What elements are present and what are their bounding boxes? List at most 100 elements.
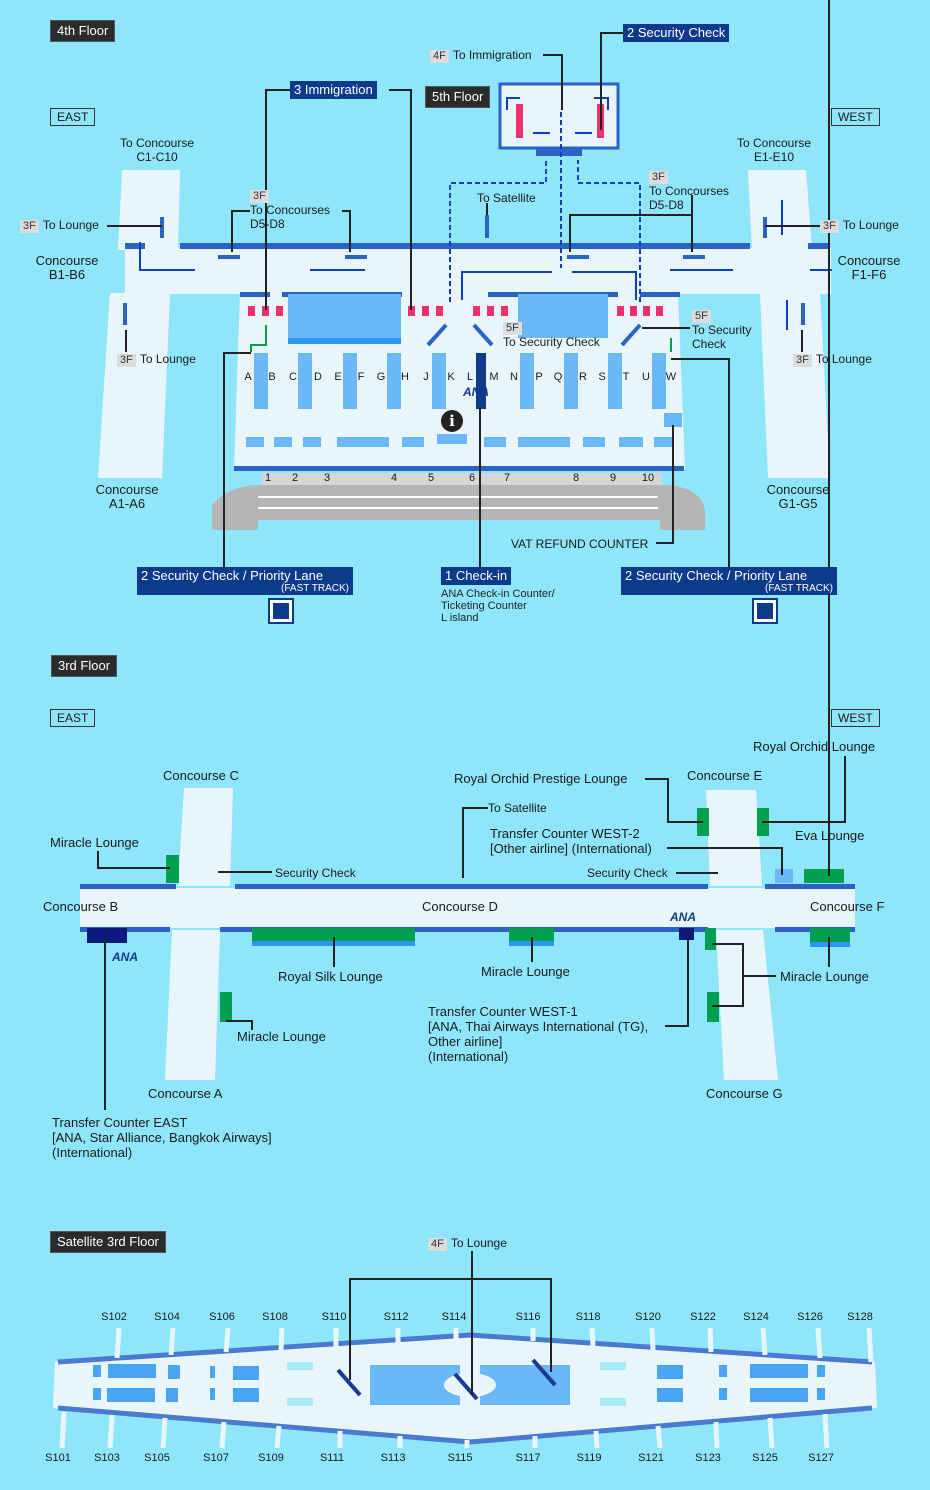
line: L island	[441, 612, 479, 624]
island-k: K	[447, 371, 455, 383]
line: E1-E10	[753, 150, 795, 164]
gate: S115	[447, 1452, 473, 1464]
island-g: G	[376, 371, 386, 383]
line: G1-G5	[778, 496, 818, 511]
island-q: Q	[553, 371, 563, 383]
island-d: D	[314, 371, 322, 383]
transfer-west-1: Transfer Counter WEST-1[ANA, Thai Airway…	[428, 1004, 648, 1064]
gate: S103	[94, 1452, 120, 1464]
text: To Lounge	[842, 218, 899, 232]
island-t: T	[622, 371, 630, 383]
gate: S117	[515, 1452, 541, 1464]
island-p: P	[535, 371, 543, 383]
gate: S116	[515, 1311, 541, 1323]
text: To Lounge	[450, 1236, 507, 1250]
miracle-lounge-g: Miracle Lounge	[780, 969, 869, 984]
concourse-e-arm	[748, 170, 812, 250]
concourse-d-label: Concourse D	[422, 899, 498, 914]
concourse-a-3f	[165, 930, 220, 1080]
concourse-c-label: Concourse C	[163, 768, 239, 783]
door-1: 1	[264, 472, 272, 484]
line: Transfer Counter WEST-2	[490, 826, 640, 841]
checkin-label[interactable]: 1 Check-in	[441, 567, 512, 585]
priority-lane-right[interactable]: 2 Security Check / Priority Lane(FAST TR…	[621, 567, 837, 595]
east-label: EAST	[50, 709, 96, 727]
line: Transfer Counter EAST	[52, 1115, 188, 1130]
business-class-icon	[752, 598, 778, 624]
gate: S123	[695, 1452, 721, 1464]
floor3-title: 3rd Floor	[51, 655, 118, 677]
island-w: W	[665, 371, 677, 383]
floor-badge: 3F	[649, 171, 668, 184]
line: Concourse	[837, 253, 901, 268]
gate: S107	[203, 1452, 229, 1464]
immigration-label[interactable]: 3 Immigration	[290, 81, 377, 99]
gate: S108	[262, 1311, 288, 1323]
concourse-c-arm	[118, 170, 180, 250]
island-f: F	[357, 371, 365, 383]
line: To Concourses	[649, 184, 730, 198]
royal-silk-lounge: Royal Silk Lounge	[278, 969, 383, 984]
text: To Lounge	[42, 218, 99, 232]
island-h: H	[401, 371, 409, 383]
floor-badge: 5F	[503, 322, 522, 335]
gate: S118	[575, 1311, 601, 1323]
floor-badge: 5F	[692, 310, 711, 323]
door-5: 5	[427, 472, 435, 484]
line: Ticketing Counter	[441, 600, 527, 612]
concourse-f-label: Concourse F	[810, 899, 885, 914]
line: Transfer Counter WEST-1	[428, 1004, 578, 1019]
gate: S114	[441, 1311, 467, 1323]
door-7: 7	[503, 472, 511, 484]
security-check-label[interactable]: 2 Security Check	[623, 24, 730, 42]
gate: S125	[752, 1452, 778, 1464]
line: Concourse	[766, 482, 830, 497]
island-e: E	[334, 371, 342, 383]
gate: S127	[808, 1452, 834, 1464]
gate: S106	[209, 1311, 235, 1323]
line: To Concourse	[736, 136, 812, 150]
gate: S112	[383, 1311, 409, 1323]
door-6: 6	[468, 472, 476, 484]
satellite-escalators	[336, 1358, 557, 1401]
island-a: A	[244, 371, 252, 383]
concourse-a-arm	[98, 293, 170, 478]
text: To Lounge	[139, 352, 196, 366]
floor-badge: 3F	[820, 220, 839, 233]
line: (International)	[52, 1145, 133, 1160]
concourse-e-3f	[706, 790, 762, 886]
floor-badge: 4F	[428, 1238, 447, 1251]
leader-lines-4f	[107, 32, 820, 567]
floor4-title: 4th Floor	[50, 20, 116, 42]
leader-lines-3f	[97, 0, 846, 1110]
floor4-structure	[98, 82, 831, 530]
concourse-c-3f	[178, 788, 233, 886]
gate: S109	[258, 1452, 284, 1464]
to-immigration-text: To Immigration	[452, 48, 532, 62]
line: To Concourse	[119, 136, 195, 150]
info-icon[interactable]: i	[441, 410, 463, 432]
gate: S102	[101, 1311, 127, 1323]
subtitle: (FAST TRACK)	[765, 583, 833, 594]
priority-lane-left[interactable]: 2 Security Check / Priority Lane(FAST TR…	[137, 567, 353, 595]
miracle-lounge-a: Miracle Lounge	[237, 1029, 326, 1044]
satellite-title: Satellite 3rd Floor	[50, 1231, 166, 1253]
door-2: 2	[291, 472, 299, 484]
ana-logo: ANA	[670, 910, 696, 924]
line: [ANA, Thai Airways International (TG),	[428, 1019, 649, 1034]
satellite-shops	[93, 1362, 825, 1406]
floor-badge: 3F	[117, 354, 136, 367]
eva-lounge: Eva Lounge	[795, 828, 865, 843]
checkin-islands	[246, 353, 682, 447]
island-j: J	[423, 371, 429, 383]
escalators-4f	[123, 215, 805, 347]
